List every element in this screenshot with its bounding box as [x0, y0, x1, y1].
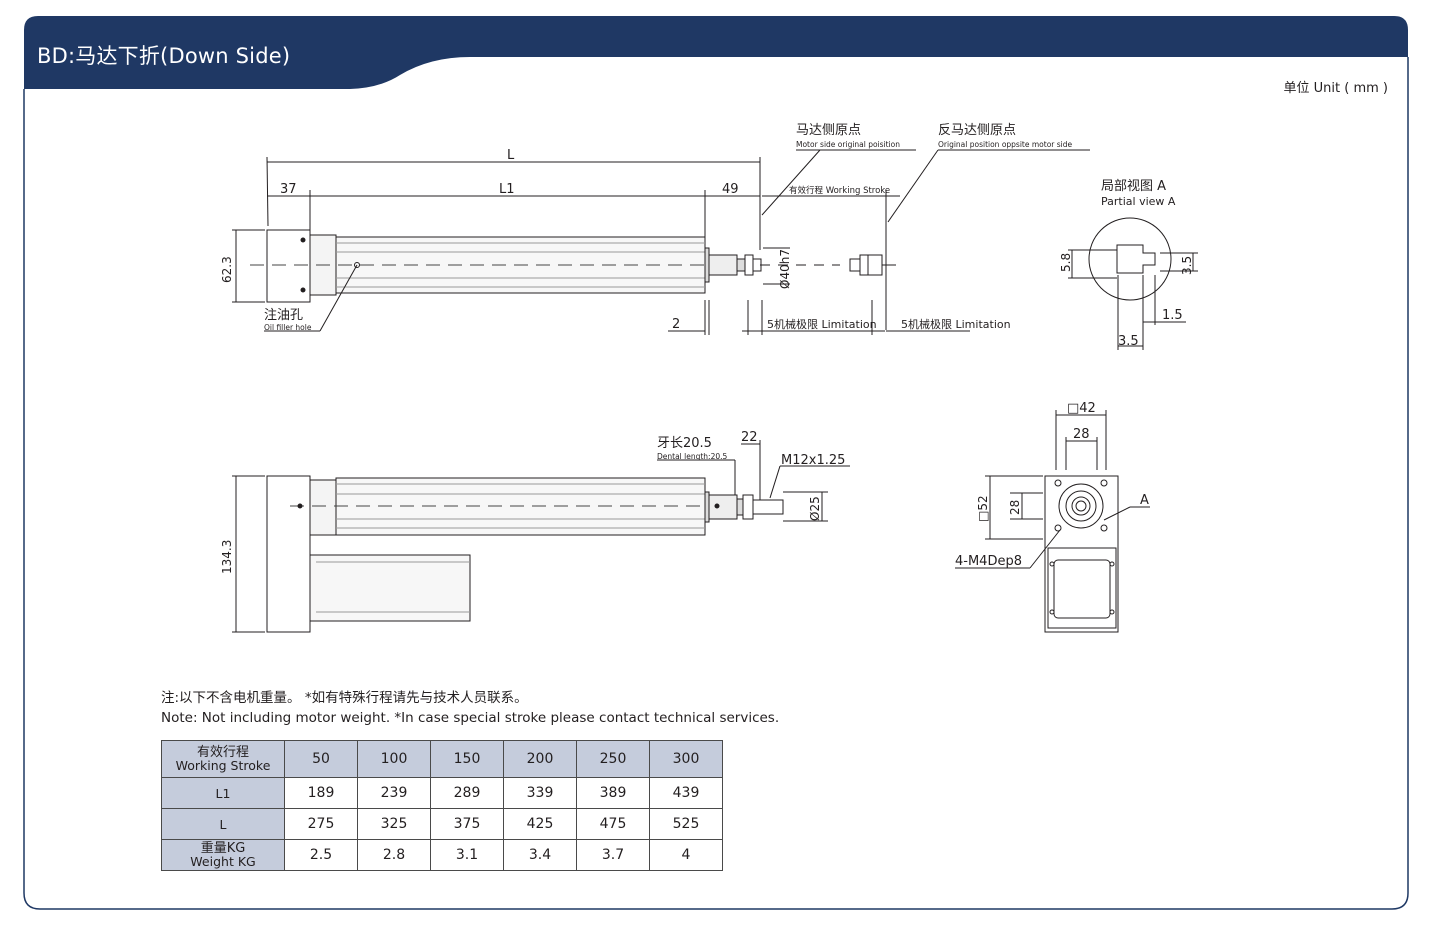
table-cell: 239 [357, 777, 431, 809]
oil-hole-en: Oil filler hole [264, 323, 312, 332]
stroke-cell: 150 [430, 740, 504, 778]
row-label-L: L [161, 808, 285, 840]
partial-view-title-en: Partial view A [1101, 195, 1176, 208]
table-row: L1 189 239 289 339 389 439 [161, 777, 723, 809]
weight-cn: 重量KG [200, 841, 246, 856]
header-working-stroke: 有效行程 Working Stroke [161, 740, 285, 778]
side-view [232, 440, 850, 633]
end-view-labels: □42 28 □52 28 A 4-M4Dep8 [955, 401, 1149, 569]
note-en: Note: Not including motor weight. *In ca… [161, 710, 780, 726]
thread-spec: M12x1.25 [781, 453, 845, 468]
limit-right: 5机械极限 Limitation [901, 317, 1011, 331]
row-label-weight: 重量KG Weight KG [161, 839, 285, 871]
table-row: L 275 325 375 425 475 525 [161, 808, 723, 840]
working-stroke-label: 有效行程 Working Stroke [789, 185, 890, 196]
header-en: Working Stroke [175, 758, 271, 773]
weight-en: Weight KG [190, 854, 256, 869]
stroke-cell: 50 [284, 740, 358, 778]
table-cell: 2.8 [357, 839, 431, 871]
table-header-row: 有效行程 Working Stroke 50 100 150 200 250 3… [161, 740, 723, 778]
table-row: 重量KG Weight KG 2.5 2.8 3.1 3.4 3.7 4 [161, 839, 723, 871]
dia-25: Ø25 [808, 496, 822, 521]
spec-table: 有效行程 Working Stroke 50 100 150 200 250 3… [161, 740, 723, 871]
table-cell: 189 [284, 777, 358, 809]
partial-view-labels: 局部视图 A Partial view A 5.8 3.5 1.5 3.5 [1059, 179, 1194, 349]
dim-28-left: 28 [1008, 500, 1022, 515]
dim-3-5-right: 3.5 [1180, 256, 1194, 275]
dim-49: 49 [722, 182, 739, 197]
table-cell: 325 [357, 808, 431, 840]
side-view-labels: 134.3 牙长20.5 Dental length:20.5 22 M12x1… [220, 430, 845, 574]
dim-5-8: 5.8 [1059, 253, 1073, 272]
table-cell: 475 [576, 808, 650, 840]
table-cell: 375 [430, 808, 504, 840]
notes: 注:以下不含电机重量。 *如有特殊行程请先与技术人员联系。 Note: Not … [161, 688, 779, 728]
dim-37: 37 [280, 182, 297, 197]
dia-40h7: Ø40h7 [778, 249, 792, 289]
table-cell: 275 [284, 808, 358, 840]
holes-spec: 4-M4Dep8 [955, 554, 1022, 569]
row-label-L1: L1 [161, 777, 285, 809]
motor-side-en: Motor side original poisition [796, 140, 900, 149]
dim-2: 2 [672, 317, 680, 332]
opp-side-cn: 反马达侧原点 [938, 123, 1016, 138]
partial-view [1068, 217, 1198, 350]
table-cell: 439 [649, 777, 723, 809]
dim-62-3: 62.3 [220, 256, 234, 283]
table-cell: 2.5 [284, 839, 358, 871]
dim-3-5-bottom: 3.5 [1118, 334, 1139, 349]
table-cell: 3.4 [503, 839, 577, 871]
table-cell: 3.1 [430, 839, 504, 871]
page-title: BD:马达下折(Down Side) [37, 44, 291, 68]
top-view [232, 149, 1090, 335]
thread-length-en: Dental length:20.5 [657, 452, 728, 461]
stroke-cell: 300 [649, 740, 723, 778]
end-view [955, 410, 1150, 633]
dim-L: L [507, 148, 515, 163]
stroke-cell: 250 [576, 740, 650, 778]
header-cn: 有效行程 [196, 745, 249, 760]
dim-28-top: 28 [1073, 427, 1090, 442]
oil-hole-cn: 注油孔 [264, 308, 303, 323]
table-cell: 389 [576, 777, 650, 809]
motor-side-cn: 马达侧原点 [796, 123, 861, 138]
stroke-cell: 200 [503, 740, 577, 778]
limit-left: 5机械极限 Limitation [767, 317, 877, 331]
label-A: A [1140, 493, 1149, 508]
stroke-cell: 100 [357, 740, 431, 778]
header-bar [24, 16, 1408, 89]
opp-side-en: Original position oppsite motor side [938, 140, 1073, 149]
note-cn: 注:以下不含电机重量。 *如有特殊行程请先与技术人员联系。 [161, 690, 528, 706]
table-cell: 425 [503, 808, 577, 840]
table-cell: 3.7 [576, 839, 650, 871]
dim-134-3: 134.3 [220, 540, 234, 574]
thread-length-cn: 牙长20.5 [657, 436, 712, 451]
table-cell: 525 [649, 808, 723, 840]
dim-L1: L1 [499, 182, 515, 197]
table-cell: 339 [503, 777, 577, 809]
dim-sq42: □42 [1067, 401, 1096, 416]
dim-sq52: □52 [976, 495, 990, 522]
top-view-labels: L 37 L1 49 有效行程 Working Stroke 62.3 Ø40h… [220, 123, 1073, 332]
dim-1-5: 1.5 [1162, 308, 1183, 323]
table-cell: 4 [649, 839, 723, 871]
table-cell: 289 [430, 777, 504, 809]
unit-label: 单位 Unit ( mm ) [1283, 81, 1388, 96]
partial-view-title-cn: 局部视图 A [1101, 179, 1166, 194]
dim-22: 22 [741, 430, 758, 445]
